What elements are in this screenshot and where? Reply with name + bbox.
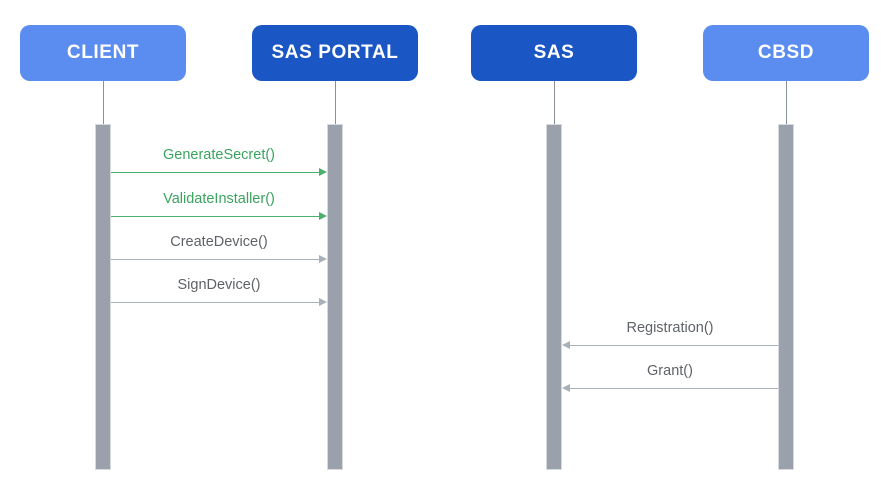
message-label-create-device: CreateDevice()	[170, 234, 268, 250]
message-arrowhead-generate-secret	[319, 167, 327, 176]
actor-label-sas: SAS	[533, 42, 575, 63]
actor-box-cbsd[interactable]: CBSD	[703, 25, 869, 81]
message-line-validate-installer	[111, 215, 319, 218]
activation-bar-client	[95, 124, 111, 470]
message-line-grant	[570, 387, 778, 390]
activation-bar-cbsd	[778, 124, 794, 470]
actor-box-sas-portal[interactable]: SAS PORTAL	[252, 25, 418, 81]
message-line-generate-secret	[111, 171, 319, 174]
message-line-registration	[570, 344, 778, 347]
message-line-sign-device	[111, 301, 319, 304]
lifeline-sas	[553, 81, 555, 125]
actor-box-client[interactable]: CLIENT	[20, 25, 186, 81]
actor-label-sas-portal: SAS PORTAL	[271, 42, 399, 63]
actor-label-client: CLIENT	[66, 42, 140, 63]
lifeline-cbsd	[785, 81, 787, 125]
message-arrowhead-create-device	[319, 254, 327, 263]
message-arrowhead-sign-device	[319, 297, 327, 306]
message-arrowhead-validate-installer	[319, 211, 327, 220]
message-label-grant: Grant()	[647, 363, 693, 379]
message-arrowhead-registration	[562, 340, 570, 349]
message-line-create-device	[111, 258, 319, 261]
message-label-validate-installer: ValidateInstaller()	[163, 191, 275, 207]
lifeline-sas-portal	[334, 81, 336, 125]
message-arrowhead-grant	[562, 383, 570, 392]
message-label-sign-device: SignDevice()	[177, 277, 261, 293]
activation-bar-sas-portal	[327, 124, 343, 470]
actor-label-cbsd: CBSD	[757, 42, 815, 63]
activation-bar-sas	[546, 124, 562, 470]
lifeline-client	[102, 81, 104, 125]
message-label-registration: Registration()	[626, 320, 714, 336]
actor-box-sas[interactable]: SAS	[471, 25, 637, 81]
message-label-generate-secret: GenerateSecret()	[162, 147, 276, 163]
